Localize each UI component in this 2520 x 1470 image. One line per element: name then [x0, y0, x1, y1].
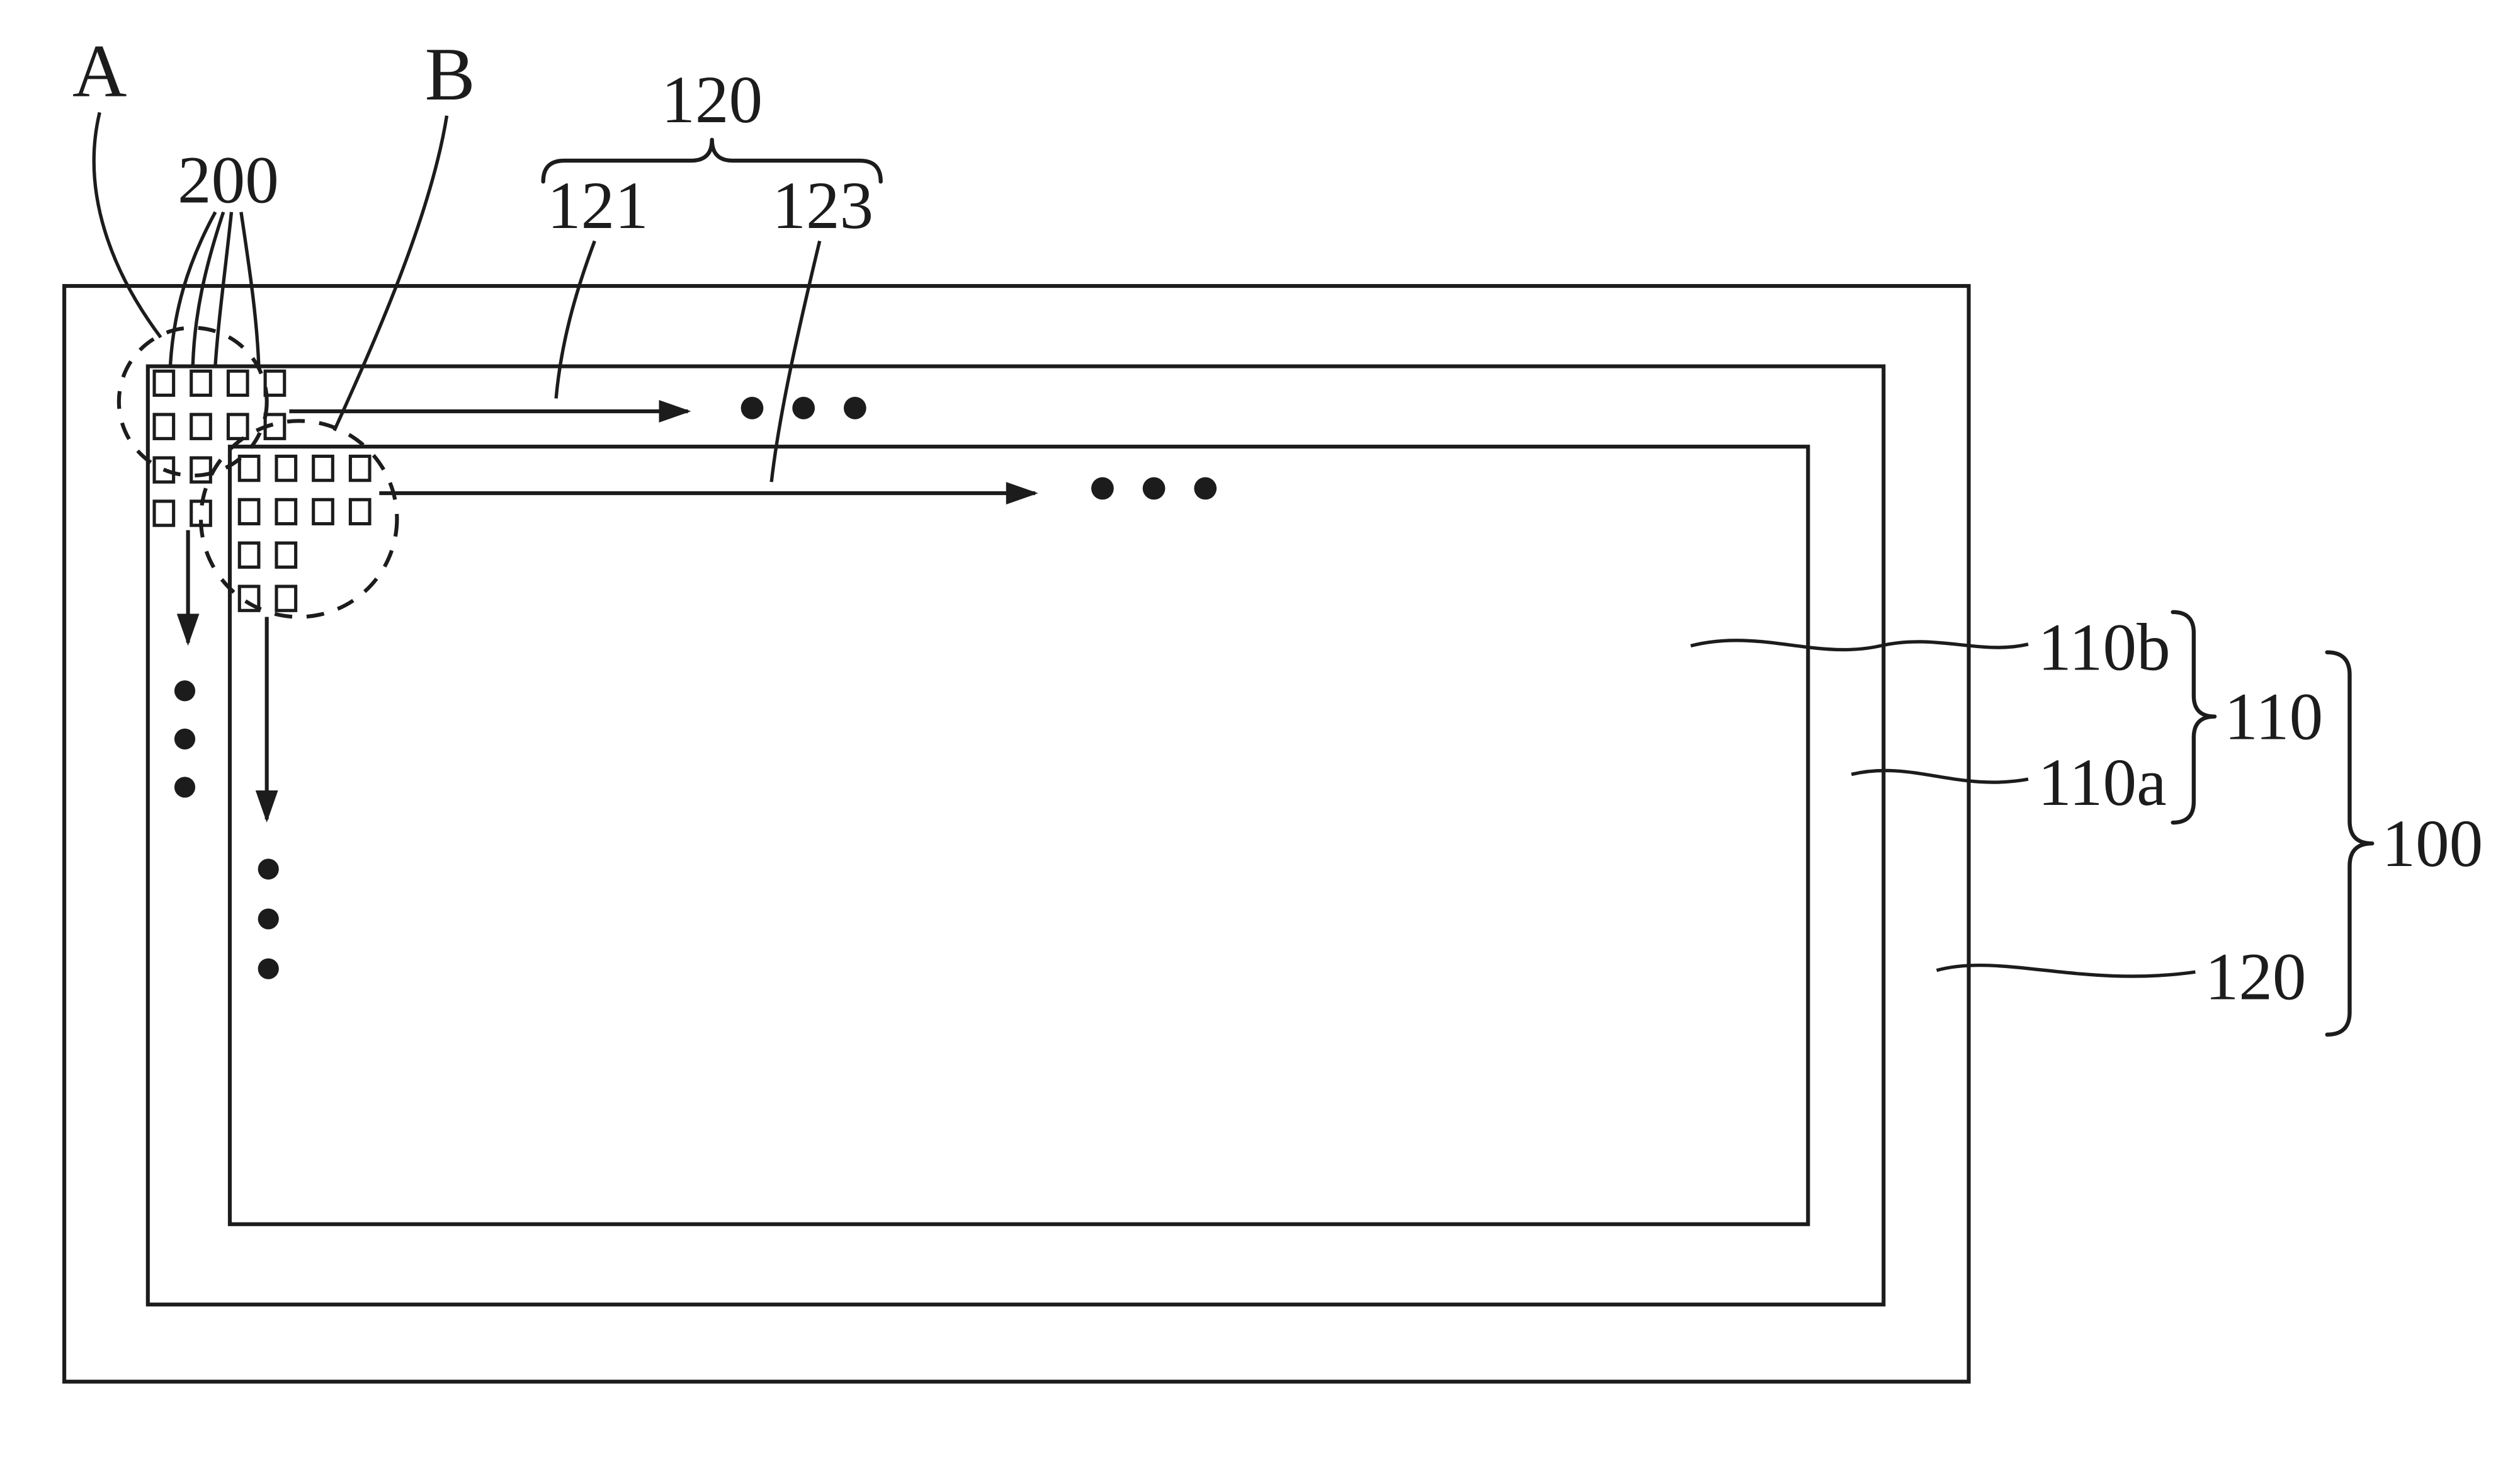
- label-electrode-121: 121: [547, 169, 649, 243]
- bonding-pad: [237, 454, 261, 482]
- leader-electrode-123: [769, 240, 822, 482]
- label-group-110: 110: [2224, 680, 2323, 754]
- label-layer-110a: 110a: [2038, 746, 2166, 820]
- leader-region-b: [332, 115, 449, 431]
- leader-pad-group-fan: [168, 211, 261, 367]
- label-layer-110b: 110b: [2038, 611, 2170, 685]
- brace-group-100: [2325, 650, 2375, 1037]
- bonding-pad: [275, 498, 298, 526]
- bonding-pad: [263, 369, 287, 397]
- label-region-b: B: [425, 32, 475, 116]
- bonding-pad: [152, 413, 176, 440]
- bonding-pad: [312, 454, 334, 482]
- bonding-pad: [275, 454, 298, 482]
- bonding-pad: [190, 456, 212, 484]
- brace-top-120: [541, 137, 883, 184]
- pad-array-a: [152, 369, 287, 527]
- bonding-pad: [190, 413, 212, 440]
- display-area-rect: [227, 445, 1810, 1226]
- ellipsis-col-b: [258, 858, 279, 979]
- outer-substrate-rect: [62, 283, 1971, 1384]
- bonding-pad: [312, 498, 334, 526]
- leader-layer-110b: [1690, 639, 2029, 652]
- bonding-pad: [152, 369, 176, 397]
- leader-layer-120: [1936, 963, 2196, 978]
- middle-substrate-rect: [145, 364, 1886, 1307]
- detail-circle-b: [198, 419, 399, 619]
- bonding-pad: [226, 413, 249, 440]
- label-layer-120: 120: [2205, 940, 2307, 1015]
- leader-layer-110a: [1851, 768, 2029, 784]
- leader-electrode-121: [554, 240, 596, 399]
- label-region-a: A: [72, 29, 127, 113]
- bonding-pad: [237, 498, 261, 526]
- ellipsis-col-a: [174, 680, 196, 798]
- label-group-100: 100: [2382, 807, 2483, 881]
- label-pad-group: 200: [178, 143, 279, 217]
- bonding-pad: [348, 498, 372, 526]
- ellipsis-row-121: [741, 397, 866, 419]
- bonding-pad: [152, 499, 176, 527]
- bonding-pad: [190, 369, 212, 397]
- bonding-pad: [226, 369, 249, 397]
- bonding-pad: [152, 456, 176, 484]
- pad-array-b: [237, 454, 372, 612]
- brace-group-110: [2171, 610, 2217, 825]
- label-electrode-123: 123: [772, 169, 873, 243]
- bonding-pad: [237, 541, 261, 569]
- bonding-pad: [275, 584, 298, 612]
- bonding-pad: [275, 541, 298, 569]
- label-brace-top-120: 120: [661, 63, 763, 137]
- leader-region-a: [92, 111, 162, 339]
- ellipsis-row-123: [1091, 477, 1217, 500]
- detail-circle-a: [116, 326, 269, 478]
- bonding-pad: [348, 454, 372, 482]
